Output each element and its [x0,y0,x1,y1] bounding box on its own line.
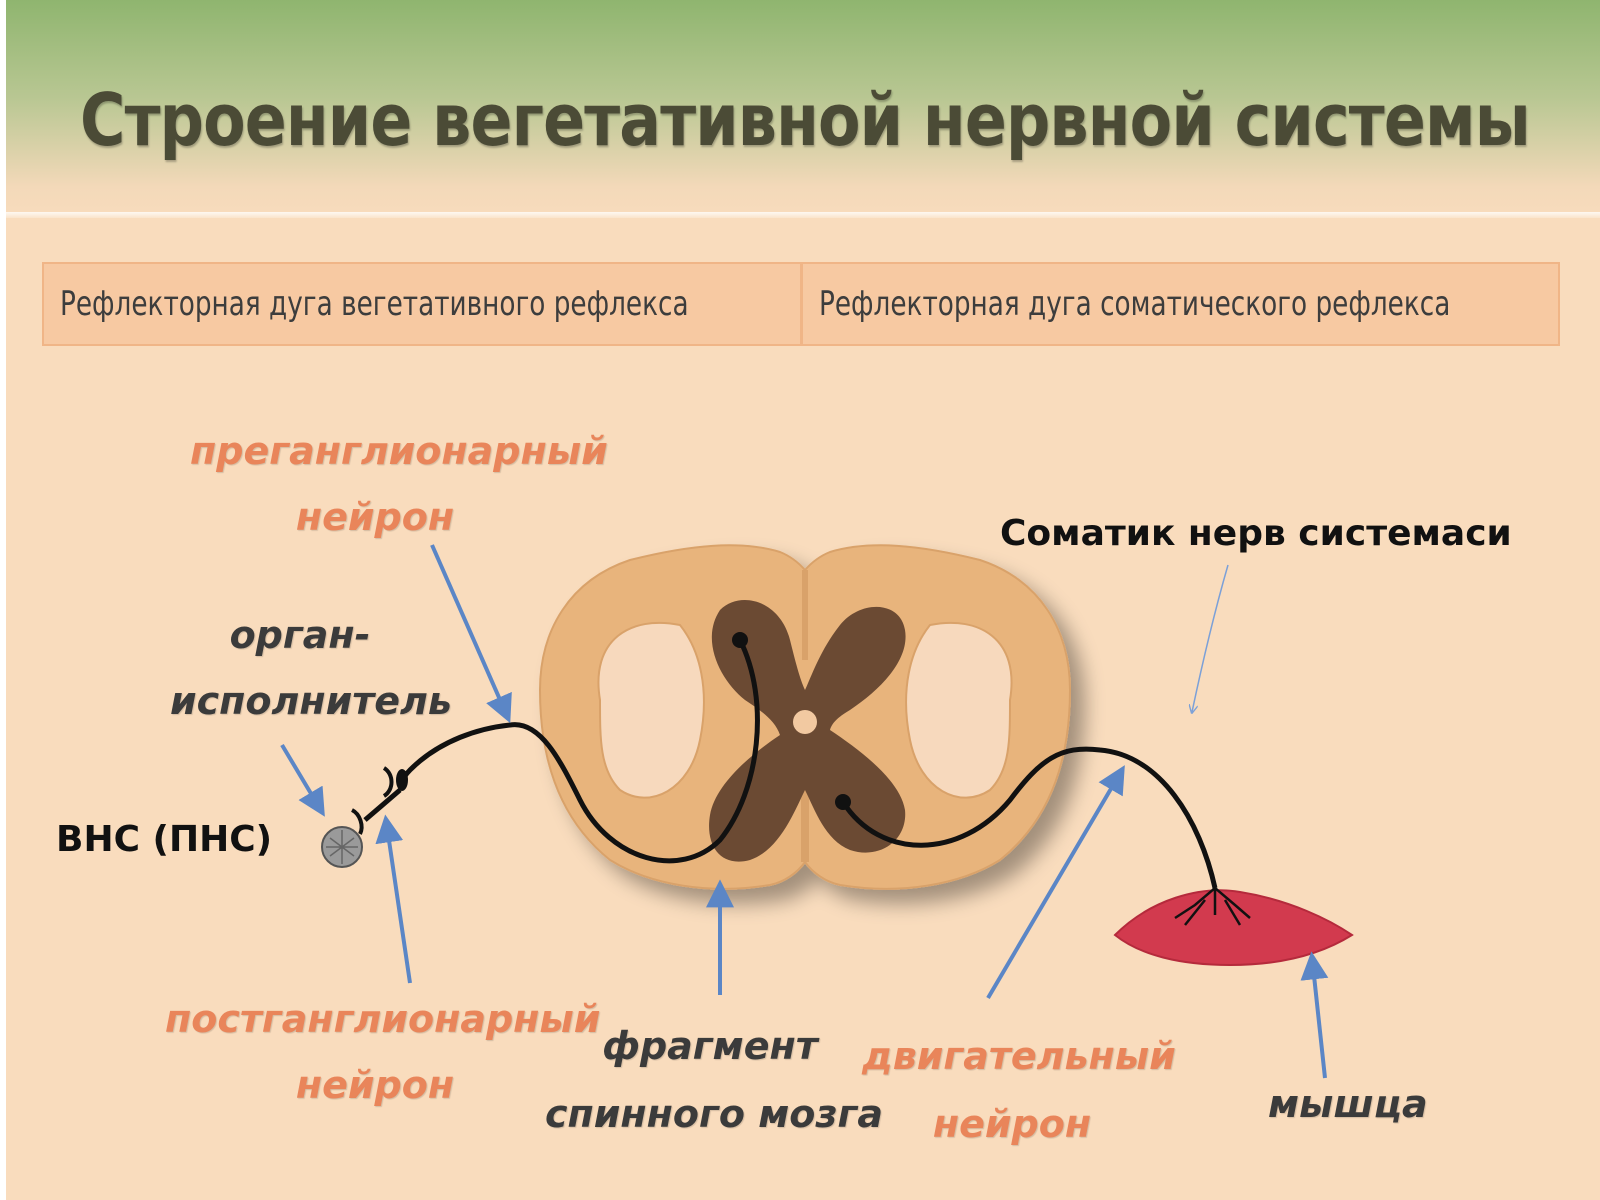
arrow-somatic-ns [1192,564,1229,712]
table-header-vegetative: Рефлекторная дуга вегетативного рефлекса [44,264,800,344]
label-spinal-cord-fragment: фрагмент спинного мозга [545,1012,883,1148]
postganglionic-fiber [363,788,402,822]
arrow-effector [280,743,325,817]
header-table: Рефлекторная дуга вегетативного рефлекса… [42,262,1560,346]
table-header-somatic: Рефлекторная дуга соматического рефлекса [799,264,1559,344]
label-motor-neuron: двигательный нейрон [862,1022,1176,1158]
motor-neuron-fiber [840,746,1218,889]
header-divider [6,212,1600,218]
label-spinal-line2: спинного мозга [545,1092,883,1136]
label-preganglionic-line2: нейрон [295,495,455,539]
label-effector-organ: орган- исполнитель [170,602,452,734]
left-lateral-funiculus [597,621,705,799]
motor-neuron-soma [835,794,851,810]
preganglionic-fiber [397,638,760,864]
label-motor-line1: двигательный [862,1034,1176,1078]
pointer-arrows [280,544,1329,1079]
label-preganglionic: преганглионарный нейрон [190,418,608,550]
table-header-somatic-text: Рефлекторная дуга соматического рефлекса [818,284,1450,324]
table-header-vegetative-text: Рефлекторная дуга вегетативного рефлекса [60,284,689,324]
arrow-preganglionic [430,544,512,724]
label-postganglionic: постганглионарный нейрон [165,986,601,1118]
label-muscle: мышца [1268,1082,1428,1126]
preganglionic-soma [732,632,748,648]
arrow-motor-neuron [986,765,1125,1000]
label-postganglionic-line2: нейрон [295,1063,455,1107]
label-postganglionic-line1: постганглионарный [165,997,601,1041]
label-vns: ВНС (ПНС) [56,819,273,860]
synapse-cup-upper [382,766,394,798]
ganglion-synapse [396,769,408,791]
label-somatic-ns: Соматик нерв системаси [1000,513,1512,554]
label-effector-line1: орган- [229,613,371,657]
effector-organ-cell [321,826,363,868]
header-band [0,0,1600,220]
arrow-muscle [1300,951,1329,1079]
page-title: Строение вегетативной нервной системы [80,78,1531,162]
label-effector-line2: исполнитель [170,679,452,723]
right-lateral-funiculus [905,621,1013,799]
label-motor-line2: нейрон [932,1102,1092,1146]
left-edge [0,0,6,1200]
label-spinal-line1: фрагмент [602,1024,818,1068]
label-preganglionic-line1: преганглионарный [190,429,608,473]
synapse-cup-lower [350,808,364,835]
muscle-shape [1113,887,1354,967]
arrow-postganglionic [375,814,412,984]
central-canal [793,710,817,734]
